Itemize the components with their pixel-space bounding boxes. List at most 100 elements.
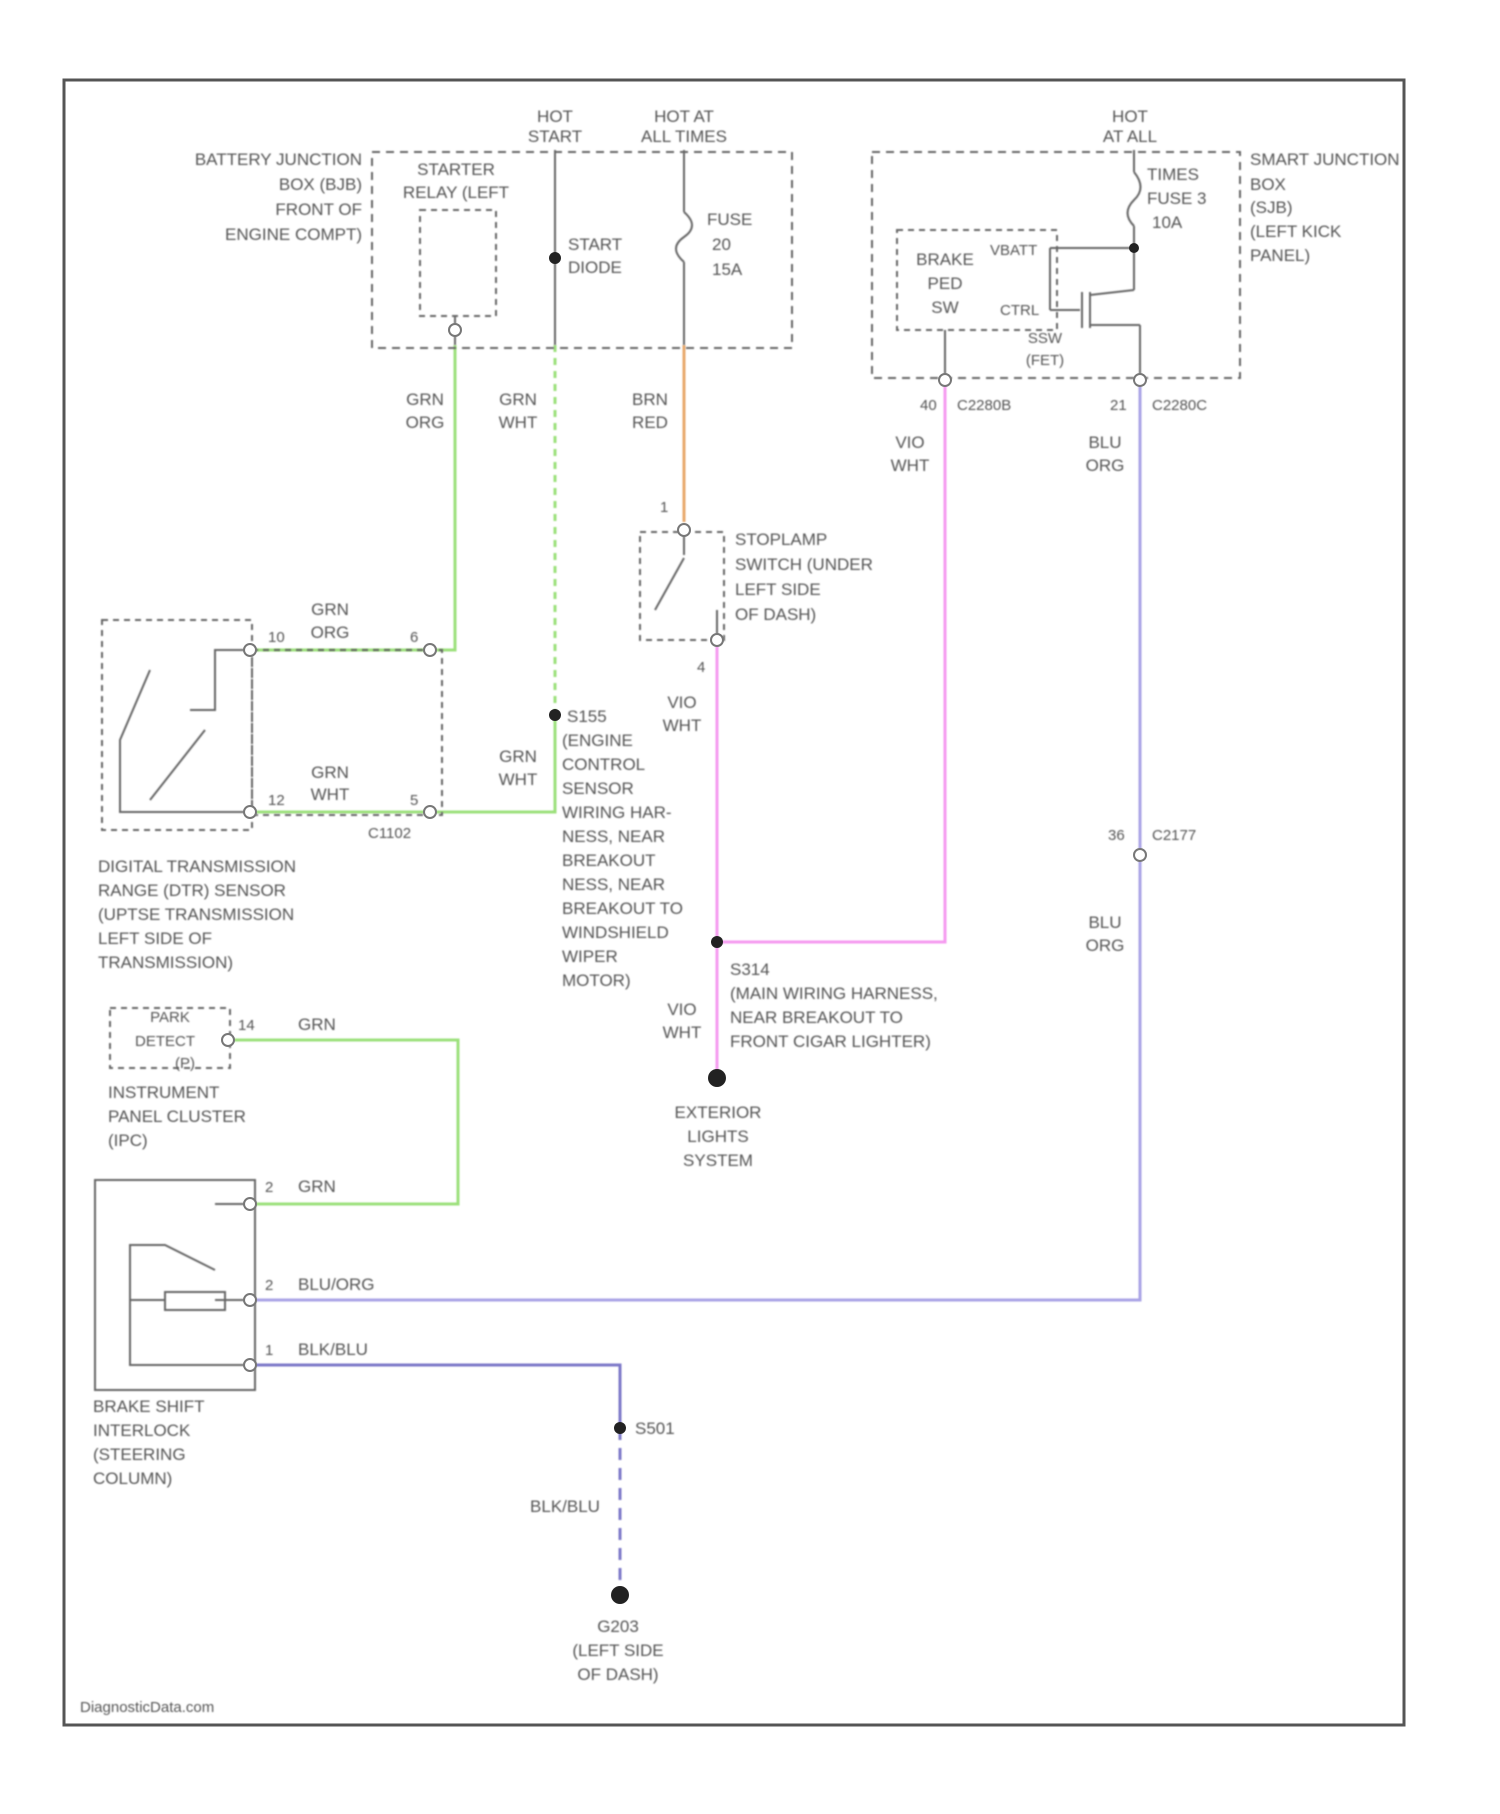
fuse-label-2: 20: [712, 235, 731, 254]
hot-at-all-label-1: HOT: [1112, 107, 1148, 126]
ground-g203-dot: [611, 1586, 629, 1604]
c2280c-label: C2280C: [1152, 397, 1207, 414]
wire-label: GRN: [298, 1177, 336, 1196]
sjb-label-1: SMART JUNCTION: [1250, 150, 1400, 169]
c2177-pin: 36: [1108, 827, 1125, 844]
s155-label-4: SENSOR: [562, 779, 634, 798]
trs-contact-bot: [120, 670, 250, 812]
c2177-label: C2177: [1152, 827, 1196, 844]
wire-label: ORG: [406, 413, 445, 432]
wire-label: GRN: [406, 390, 444, 409]
wire-label: BLU: [1088, 433, 1121, 452]
wire-label: BLU/ORG: [298, 1275, 375, 1294]
connector-pin: [244, 1359, 256, 1371]
s155-label-5: WIRING HAR-: [562, 803, 672, 822]
times-fuse-symbol: [1128, 172, 1141, 226]
splice-s501-dot: [614, 1422, 626, 1434]
bjb-label-2: BOX (BJB): [279, 175, 362, 194]
s155-label-8: NESS, NEAR: [562, 875, 665, 894]
stoplamp-switch-contact: [655, 558, 684, 610]
bjb-label-3: FRONT OF: [275, 200, 362, 219]
trs-label-3: (UPTSE TRANSMISSION: [98, 905, 294, 924]
s314-label-4: FRONT CIGAR LIGHTER): [730, 1032, 931, 1051]
wire-label: ORG: [1086, 936, 1125, 955]
exterior-lights-label-1: EXTERIOR: [675, 1103, 762, 1122]
times-fuse-label-3: 10A: [1152, 213, 1183, 232]
wire-label: GRN: [298, 1015, 336, 1034]
bsi-pin-2: 2: [265, 1277, 273, 1294]
g203-label-3: OF DASH): [577, 1665, 658, 1684]
starter-relay-label-2: RELAY (LEFT: [403, 183, 509, 202]
bjb-label-4: ENGINE COMPT): [225, 225, 362, 244]
starter-relay-outline: [420, 210, 496, 316]
exterior-lights-label-2: LIGHTS: [687, 1127, 748, 1146]
sjb-label-3: (SJB): [1250, 198, 1293, 217]
brake-ped-sw-label-3: SW: [931, 298, 958, 317]
s155-label-3: CONTROL: [562, 755, 645, 774]
start-diode-dot: [549, 252, 561, 264]
wire-label: GRN: [499, 747, 537, 766]
s314-label-2: (MAIN WIRING HARNESS,: [730, 984, 938, 1003]
ctrl-label: CTRL: [1000, 302, 1039, 319]
bsi-label-4: COLUMN): [93, 1469, 172, 1488]
wire-label: RED: [632, 413, 668, 432]
bsi-label-1: BRAKE SHIFT: [93, 1397, 204, 1416]
trs-label-1: DIGITAL TRANSMISSION: [98, 857, 296, 876]
splice-s155-dot: [549, 709, 561, 721]
bsi-pin-1: 2: [265, 1179, 273, 1196]
exterior-lights-dot: [708, 1069, 726, 1087]
connector-pin: [424, 806, 436, 818]
connector-pin: [939, 374, 951, 386]
bsi-label-2: INTERLOCK: [93, 1421, 191, 1440]
connector-pin: [244, 1294, 256, 1306]
stoplamp-label-3: LEFT SIDE: [735, 580, 821, 599]
trs-pin-top: 10: [268, 629, 285, 646]
ipc-label-2: PANEL CLUSTER: [108, 1107, 246, 1126]
wire-label: WHT: [663, 716, 702, 735]
ipc-label-1: INSTRUMENT: [108, 1083, 219, 1102]
connector-pin: [1134, 849, 1146, 861]
trs-contact-top: [190, 650, 250, 710]
bjb-label-1: BATTERY JUNCTION: [195, 150, 362, 169]
c2280c-pin: 21: [1110, 397, 1127, 414]
c1102-label: C1102: [368, 825, 411, 842]
wire-label: WHT: [311, 785, 350, 804]
trs-conn-pin-bot: 5: [410, 792, 418, 809]
fuse-20-symbol: [676, 212, 692, 262]
trs-label-5: TRANSMISSION): [98, 953, 233, 972]
ipc-box-label-3: (P): [175, 1055, 195, 1072]
s155-label-7: BREAKOUT: [562, 851, 656, 870]
ssw-label-1: SSW: [1028, 330, 1063, 347]
c2280b-pin: 40: [920, 397, 937, 414]
wire-label: WHT: [663, 1023, 702, 1042]
wire-label: WHT: [499, 413, 538, 432]
start-diode-label-1: START: [568, 235, 622, 254]
connector-pin: [424, 644, 436, 656]
wire-label: BLK/BLU: [530, 1497, 600, 1516]
s155-label-11: WIPER: [562, 947, 618, 966]
connector-pin: [1134, 374, 1146, 386]
wire-label: VIO: [667, 1000, 696, 1019]
wire-label: VIO: [895, 433, 924, 452]
brake-ped-sw-label-2: PED: [928, 274, 963, 293]
s314-label-1: S314: [730, 960, 770, 979]
trs-pin-bot: 12: [268, 792, 285, 809]
stoplamp-label-2: SWITCH (UNDER: [735, 555, 873, 574]
hot-start-label-2: START: [528, 127, 582, 146]
hot-at-all-label-2: AT ALL: [1103, 127, 1157, 146]
connector-pin: [449, 324, 461, 336]
times-fuse-label-2: FUSE 3: [1147, 189, 1207, 208]
bsi-label-3: (STEERING: [93, 1445, 186, 1464]
sjb-label-2: BOX: [1250, 175, 1286, 194]
c2280b-label: C2280B: [957, 397, 1011, 414]
s155-label-9: BREAKOUT TO: [562, 899, 683, 918]
stoplamp-switch-outline: [640, 532, 724, 640]
stoplamp-pin-bot: 4: [697, 659, 705, 676]
connector-pin: [222, 1034, 234, 1046]
start-diode-label-2: DIODE: [568, 258, 622, 277]
wire-label: VIO: [667, 693, 696, 712]
trs-sensor-outline: [102, 620, 252, 830]
bsi-pin-3: 1: [265, 1342, 273, 1359]
stoplamp-label-4: OF DASH): [735, 605, 816, 624]
